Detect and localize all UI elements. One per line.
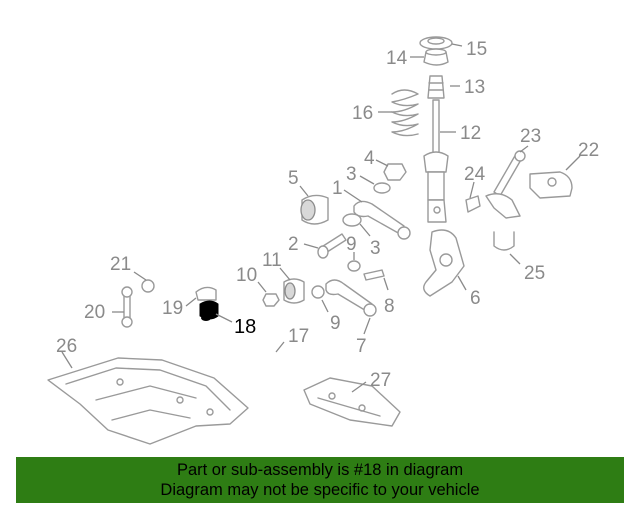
part-13-bump-stop <box>427 75 445 99</box>
callout-17: 17 <box>288 326 309 347</box>
callout-18: 18 <box>234 316 256 338</box>
part-24-bolt <box>465 195 481 213</box>
callout-9-lower: 9 <box>330 313 341 334</box>
part-23-stabilizer-link <box>485 150 526 219</box>
callout-7: 7 <box>356 336 367 357</box>
callout-1: 1 <box>332 178 343 199</box>
callout-21: 21 <box>110 254 131 275</box>
part-14-bearing <box>423 48 449 66</box>
callout-2: 2 <box>288 234 299 255</box>
parts-diagram: 15 14 13 16 12 23 22 4 5 3 24 1 2 3 9 11… <box>47 36 599 445</box>
callout-13: 13 <box>464 77 485 98</box>
callout-6: 6 <box>470 288 481 309</box>
callout-27: 27 <box>370 370 391 391</box>
callout-23: 23 <box>520 126 541 147</box>
callout-12: 12 <box>460 123 481 144</box>
callout-10: 10 <box>236 265 257 286</box>
part-1-control-arm <box>353 200 411 240</box>
part-7-lower-arm <box>325 279 377 317</box>
callout-26: 26 <box>56 336 77 357</box>
part-9-washer-upper <box>347 260 361 272</box>
callout-3-upper: 3 <box>346 164 357 185</box>
callout-19: 19 <box>162 298 183 319</box>
part-10-nut <box>262 293 280 307</box>
callout-24: 24 <box>464 164 486 185</box>
part-6-knuckle <box>423 229 465 297</box>
part-18-bushing <box>199 300 219 321</box>
part-15-top-mount <box>419 36 453 50</box>
leader-lines <box>61 43 581 393</box>
callout-14: 14 <box>386 48 408 69</box>
part-27-plate <box>303 377 401 427</box>
part-22-bracket <box>529 171 573 199</box>
info-line-part: Part or sub-assembly is #18 in diagram <box>176 461 464 479</box>
info-banner: Part or sub-assembly is #18 in diagram D… <box>16 457 624 503</box>
callout-15: 15 <box>466 39 487 60</box>
callout-4: 4 <box>364 148 375 169</box>
info-line-disclaimer: Diagram may not be specific to your vehi… <box>160 481 480 499</box>
part-16-coil-spring <box>391 89 419 137</box>
part-21-link-end <box>141 279 155 293</box>
part-11-bushing <box>283 278 305 304</box>
callout-20: 20 <box>84 302 105 323</box>
part-3-washer-upper <box>373 182 391 194</box>
callout-16: 16 <box>352 103 373 124</box>
callout-22: 22 <box>578 140 599 161</box>
part-20-link <box>121 286 133 328</box>
part-25-u-clamp <box>493 231 515 251</box>
part-3-washer-lower <box>342 213 362 227</box>
callout-25: 25 <box>524 263 545 284</box>
callout-8: 8 <box>384 296 395 317</box>
part-26-subframe <box>47 357 249 445</box>
part-5-bushing <box>300 194 329 225</box>
callout-9-upper: 9 <box>346 234 357 255</box>
callout-3-lower: 3 <box>370 238 381 259</box>
part-2-bolt <box>317 233 347 259</box>
part-19-bracket <box>195 286 217 301</box>
callout-5: 5 <box>288 168 299 189</box>
callout-11: 11 <box>262 250 282 271</box>
part-4-nut <box>383 163 407 181</box>
part-8-bolt <box>363 269 385 281</box>
part-9-washer-lower <box>311 285 325 299</box>
part-12-strut <box>423 99 449 223</box>
part-17-stabilizer-bar <box>148 321 294 402</box>
